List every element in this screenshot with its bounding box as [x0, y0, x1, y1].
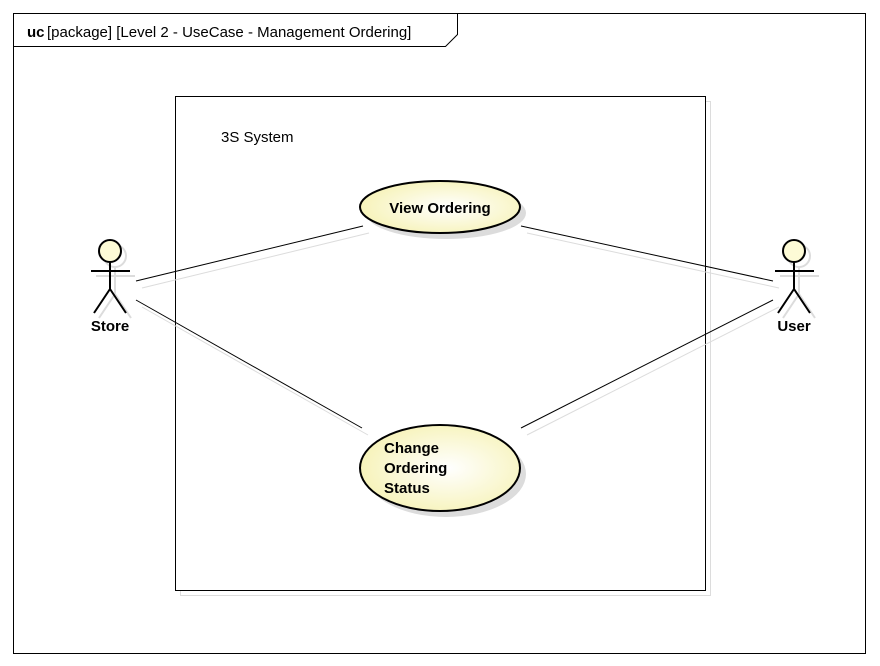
diagram-frame — [13, 13, 866, 654]
use-case-ellipse — [359, 180, 521, 234]
actor-store[interactable]: Store — [91, 239, 135, 335]
actor-name: User — [777, 318, 811, 335]
association-store-view-ordering[interactable] — [135, 225, 364, 282]
use-case-label: View Ordering — [389, 200, 490, 217]
association-user-change-ordering-status[interactable] — [520, 299, 774, 429]
use-case-label-line-1: Change — [384, 440, 439, 457]
use-case-label-line-2: Ordering — [384, 460, 447, 477]
association-store-change-ordering-status[interactable] — [135, 299, 363, 429]
system-name: 3S System — [221, 129, 294, 146]
use-case-label-line-3: Status — [384, 480, 430, 497]
use-case-change-ordering-status[interactable]: Change Ordering Status — [359, 424, 526, 517]
frame-keyword: uc — [27, 24, 45, 41]
actor-user[interactable]: User — [775, 239, 819, 335]
use-case-ellipse — [359, 424, 521, 512]
frame-title-tab — [13, 13, 458, 47]
stick-figure-icon — [91, 239, 130, 314]
frame-title: [package] [Level 2 - UseCase - Managemen… — [47, 24, 411, 41]
stick-figure-icon — [775, 239, 814, 314]
actor-name: Store — [91, 318, 129, 335]
use-case-view-ordering[interactable]: View Ordering — [359, 180, 526, 239]
association-shadows — [141, 232, 780, 436]
association-user-view-ordering[interactable] — [520, 225, 774, 282]
